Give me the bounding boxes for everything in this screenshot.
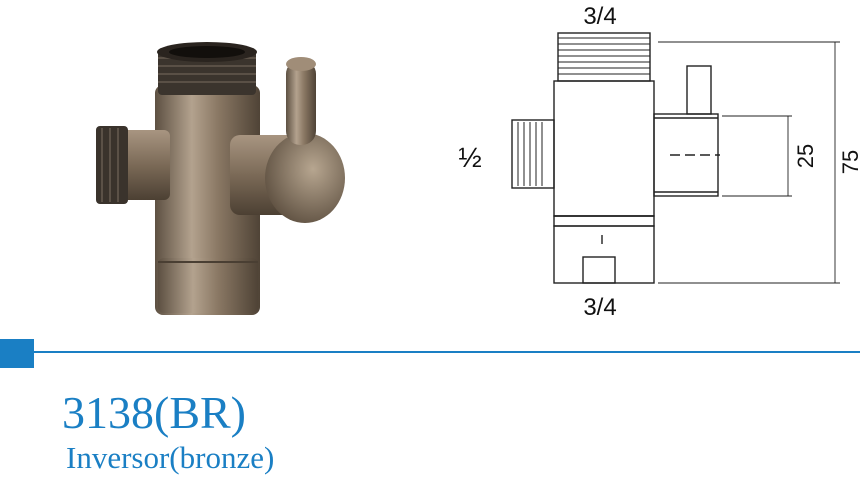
dim-side-label: ½ [458, 142, 481, 173]
dim-top-label: 3/4 [583, 3, 616, 30]
divider-accent-block [0, 339, 34, 368]
top-thread [158, 50, 256, 95]
product-photo [96, 42, 345, 315]
diverter-lever [286, 60, 316, 145]
diverter-knob [265, 133, 345, 223]
product-code: 3138(BR) [62, 387, 246, 438]
dim-total-height: 75 [838, 150, 863, 174]
side-outlet [120, 130, 170, 200]
side-thread [96, 126, 128, 204]
divider-line [34, 351, 860, 353]
product-name: Inversor(bronze) [66, 440, 275, 475]
technical-drawing: 3/4 3/4 ½ 25 75 [458, 3, 863, 321]
dim-inner-height: 25 [793, 144, 818, 168]
bottom-collar [158, 258, 258, 313]
dim-bottom-label: 3/4 [583, 294, 616, 321]
